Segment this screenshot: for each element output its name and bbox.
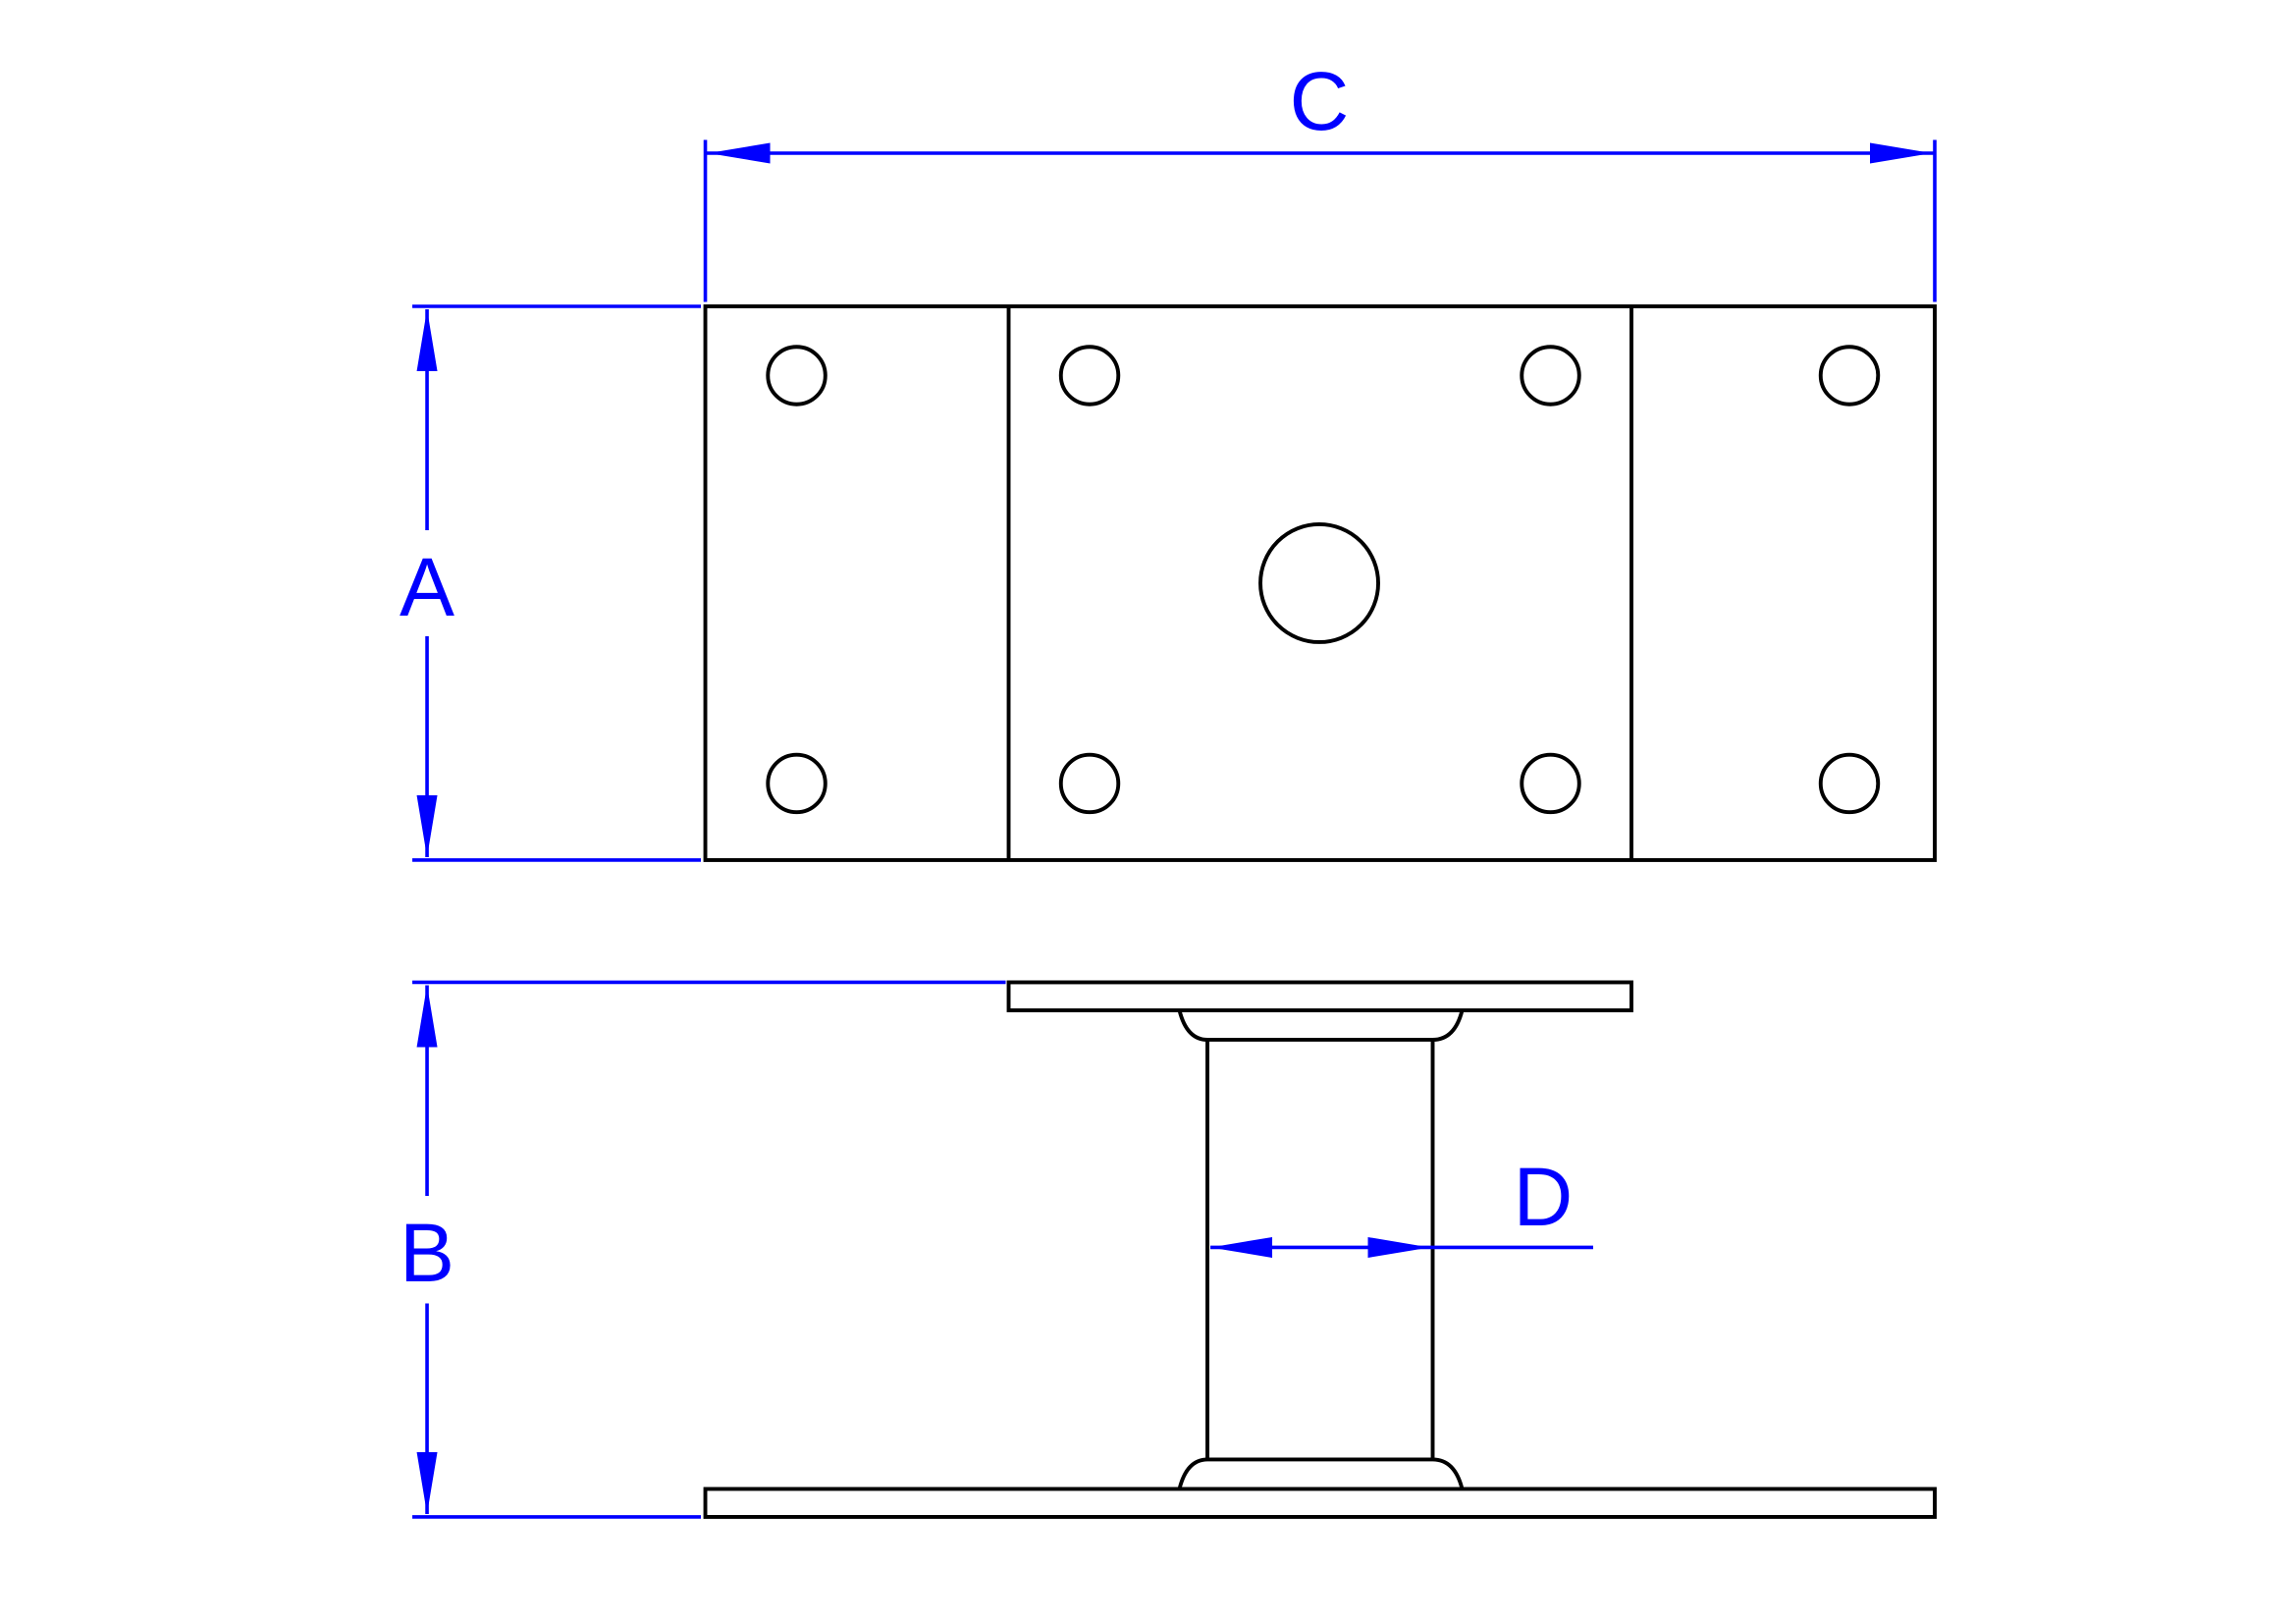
bolt-hole <box>1818 752 1881 815</box>
arrowhead <box>708 142 771 164</box>
bolt-hole <box>1520 345 1581 406</box>
arrowhead <box>416 1451 438 1514</box>
center-hole <box>1258 522 1380 644</box>
arrowhead <box>416 308 438 371</box>
arrowhead <box>1367 1236 1430 1258</box>
bottom-weld-fillet <box>1177 1457 1465 1489</box>
bolt-hole <box>1058 345 1121 406</box>
side-view <box>703 980 1937 1519</box>
dimension-label-c: C <box>1290 55 1350 147</box>
bolt-hole <box>1520 752 1581 815</box>
bottom-plate <box>703 1487 1937 1519</box>
bolt-hole <box>1818 345 1881 406</box>
dimension-c: C <box>703 55 1937 302</box>
bolt-hole <box>766 752 828 815</box>
arrowhead <box>1210 1236 1273 1258</box>
top-weld-fillet <box>1177 1009 1465 1042</box>
arrowhead <box>416 985 438 1048</box>
arrowhead <box>1870 142 1933 164</box>
dimension-d: D <box>1210 1151 1594 1258</box>
arrowhead <box>416 794 438 857</box>
top-plate <box>1006 980 1633 1012</box>
bolt-hole <box>1058 752 1121 815</box>
dimension-label-a: A <box>400 541 454 633</box>
dimension-label-b: B <box>400 1207 454 1299</box>
bolt-hole <box>766 345 828 406</box>
base-plate-outline <box>703 304 1937 862</box>
dimension-b: B <box>400 980 1006 1519</box>
dimension-a: A <box>400 304 702 862</box>
top-view <box>703 304 1937 862</box>
dimension-label-d: D <box>1514 1151 1574 1243</box>
